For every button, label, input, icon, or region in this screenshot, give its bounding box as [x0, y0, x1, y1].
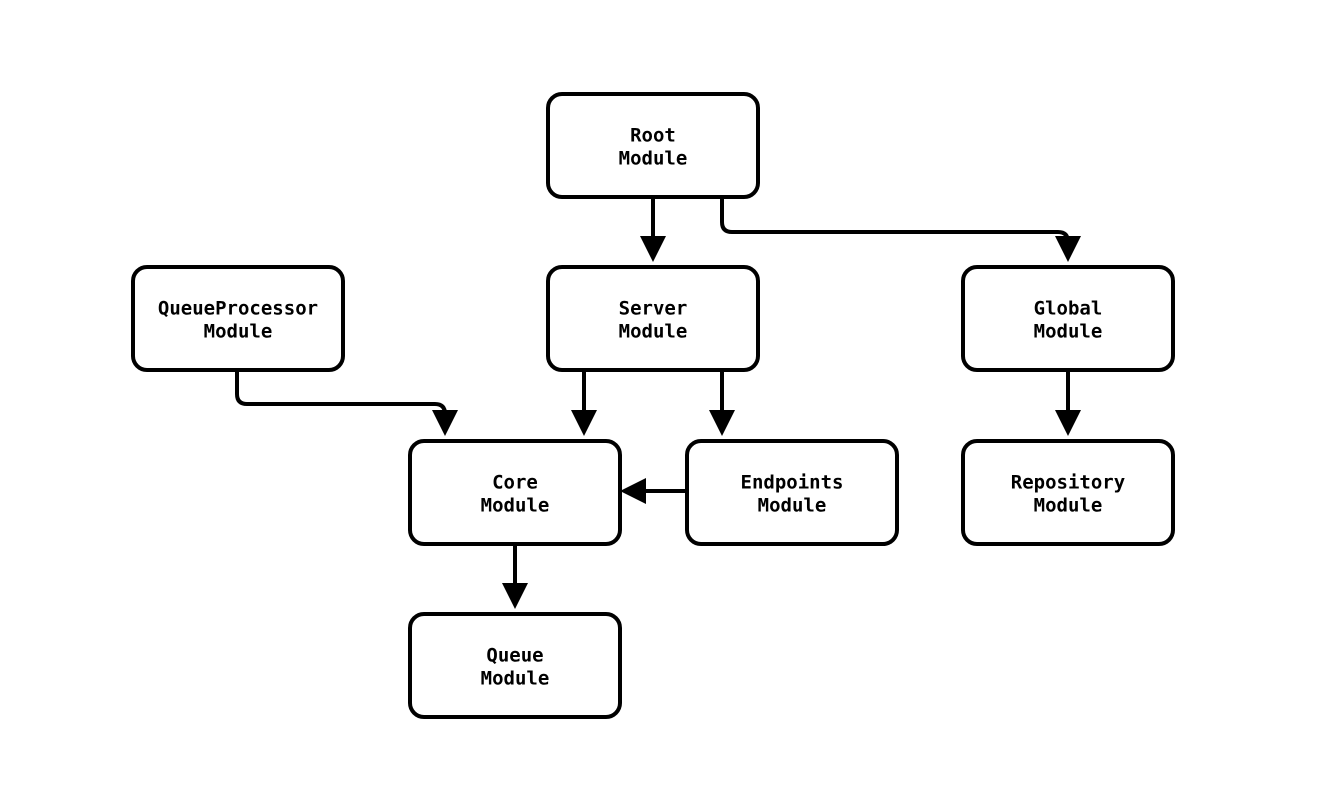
node-server-module[interactable]: Server Module	[546, 265, 760, 372]
node-global-module-box	[961, 265, 1175, 372]
node-repository-module-label-line1: Repository	[1011, 472, 1125, 494]
node-queue-module-label-line2: Module	[481, 668, 550, 690]
node-global-module[interactable]: Global Module	[961, 265, 1175, 372]
edge-root-to-server[interactable]	[640, 197, 666, 262]
node-queueprocessor-module[interactable]: QueueProcessor Module	[131, 265, 345, 372]
edge-layer	[235, 197, 1081, 609]
node-global-module-label-line1: Global	[1034, 298, 1103, 320]
node-endpoints-module-label-line2: Module	[758, 495, 827, 517]
arrow-head-root-to-global	[1055, 236, 1081, 262]
node-root-module-label-line2: Module	[619, 148, 688, 170]
node-core-module-label-line1: Core	[492, 472, 538, 494]
node-root-module-box	[546, 92, 760, 199]
node-layer: Root Module QueueProcessor Module Server…	[131, 92, 1175, 719]
arrow-head-core-to-queue	[502, 583, 528, 609]
node-root-module[interactable]: Root Module	[546, 92, 760, 199]
node-global-module-label-line2: Module	[1034, 321, 1103, 343]
edge-server-to-endpoints[interactable]	[709, 370, 735, 436]
node-queueprocessor-module-label-line1: QueueProcessor	[158, 298, 318, 320]
node-endpoints-module-label-line1: Endpoints	[741, 472, 844, 494]
edge-server-to-core[interactable]	[571, 370, 597, 436]
edge-endpoints-to-core[interactable]	[620, 478, 687, 504]
node-root-module-label-line1: Root	[630, 125, 676, 147]
node-queueprocessor-module-label-line2: Module	[204, 321, 273, 343]
arrow-head-endpoints-to-core	[620, 478, 646, 504]
arrow-head-server-to-endpoints	[709, 410, 735, 436]
arrow-head-server-to-core	[571, 410, 597, 436]
node-core-module-box	[408, 439, 622, 546]
edge-core-to-queue[interactable]	[502, 544, 528, 609]
edge-global-to-repository[interactable]	[1055, 370, 1081, 436]
node-queueprocessor-module-box	[131, 265, 345, 372]
node-server-module-box	[546, 265, 760, 372]
arrow-head-root-to-server	[640, 236, 666, 262]
node-repository-module-box	[961, 439, 1175, 546]
node-repository-module[interactable]: Repository Module	[961, 439, 1175, 546]
edge-root-to-global[interactable]	[720, 197, 1081, 262]
arrow-head-queueprocessor-to-core	[432, 410, 458, 436]
node-queue-module-box	[408, 612, 622, 719]
arrow-head-global-to-repository	[1055, 410, 1081, 436]
node-core-module-label-line2: Module	[481, 495, 550, 517]
node-server-module-label-line2: Module	[619, 321, 688, 343]
node-repository-module-label-line2: Module	[1034, 495, 1103, 517]
node-endpoints-module-box	[685, 439, 899, 546]
node-queue-module[interactable]: Queue Module	[408, 612, 622, 719]
node-endpoints-module[interactable]: Endpoints Module	[685, 439, 899, 546]
edge-queueprocessor-to-core[interactable]	[235, 370, 458, 436]
node-core-module[interactable]: Core Module	[408, 439, 622, 546]
node-queue-module-label-line1: Queue	[486, 645, 543, 667]
node-server-module-label-line1: Server	[619, 298, 688, 320]
